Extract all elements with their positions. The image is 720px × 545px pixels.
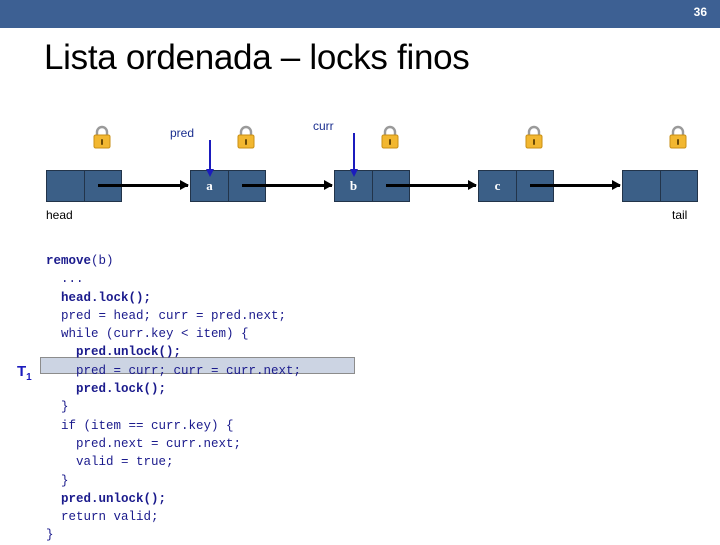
next-pointer-arrow-4: [530, 180, 621, 190]
lock-icon: [379, 124, 401, 150]
linked-list-diagram: head a b c tail pred curr: [0, 0, 720, 245]
code-indent: [46, 419, 61, 433]
next-pointer-arrow-2: [242, 180, 333, 190]
code-line: remove(b): [46, 252, 301, 270]
code-line: head.lock();: [46, 289, 301, 307]
code-line: pred.unlock();: [46, 490, 301, 508]
lock-icon: [91, 124, 113, 150]
pred-pointer-label: pred: [170, 126, 195, 140]
lock-icon: [667, 124, 689, 150]
page-title: Lista ordenada – locks finos: [44, 38, 470, 77]
code-indent: [46, 309, 61, 323]
node-key-label: c: [494, 178, 501, 193]
code-indent: [46, 272, 61, 286]
slide-header-bar: [0, 0, 720, 28]
code-line: pred.unlock();: [46, 343, 301, 361]
code-indent: [46, 437, 76, 451]
code-line: }: [46, 472, 301, 490]
node-key-label: [47, 171, 84, 201]
code-token: (b): [91, 254, 114, 268]
node-key-label: [623, 171, 660, 201]
thread-label: T1: [17, 363, 32, 383]
code-line: pred = head; curr = pred.next;: [46, 307, 301, 325]
code-indent: [46, 291, 61, 305]
curr-pointer-arrow: [349, 133, 358, 177]
code-line: }: [46, 398, 301, 416]
code-indent: [46, 510, 61, 524]
code-indent: [46, 345, 76, 359]
slide-number: 36: [693, 5, 707, 19]
code-token: ...: [61, 272, 84, 287]
code-token: pred = curr; curr = curr.next;: [76, 363, 302, 378]
code-token: }: [61, 473, 69, 488]
next-pointer-arrow-1: [98, 180, 189, 190]
code-token: pred.unlock();: [76, 345, 182, 360]
code-token: remove: [46, 254, 92, 268]
lock-icon: [523, 124, 545, 150]
lock-icon: [235, 124, 257, 150]
code-line: while (curr.key < item) {: [46, 325, 301, 343]
code-indent: [46, 474, 61, 488]
code-indent: [46, 455, 76, 469]
node-key-label: a: [206, 178, 213, 193]
code-token: }: [46, 528, 54, 543]
code-line: valid = true;: [46, 453, 301, 471]
code-token: valid = true;: [76, 455, 174, 470]
code-line: ...: [46, 270, 301, 288]
pred-pointer-arrow: [205, 140, 214, 177]
node-cell-divider: [84, 171, 85, 201]
code-token: }: [61, 400, 69, 415]
code-token: pred.lock();: [76, 382, 167, 397]
code-token: if (item == curr.key) {: [61, 418, 234, 433]
curr-pointer-label: curr: [313, 119, 334, 133]
tail-label: tail: [672, 208, 688, 222]
node-cell-divider: [228, 171, 229, 201]
head-label: head: [46, 208, 73, 222]
code-line: return valid;: [46, 508, 301, 526]
code-highlight-box: [40, 357, 355, 374]
code-line: }: [46, 526, 301, 544]
code-indent: [46, 382, 76, 396]
code-line: pred = curr; curr = curr.next;: [46, 362, 301, 380]
code-indent: [46, 400, 61, 414]
code-indent: [46, 327, 61, 341]
code-block: remove(b) ... head.lock(); pred = head; …: [46, 252, 301, 545]
thread-label-subscript: 1: [26, 372, 32, 383]
code-indent: [46, 364, 76, 378]
code-line: pred.lock();: [46, 380, 301, 398]
node-key-label: b: [349, 178, 358, 193]
next-pointer-arrow-3: [386, 180, 477, 190]
code-token: pred = head; curr = pred.next;: [61, 308, 287, 323]
code-token: while (curr.key < item) {: [61, 327, 249, 342]
code-line: pred.next = curr.next;: [46, 435, 301, 453]
code-token: return valid;: [61, 510, 159, 525]
list-node-tail: [622, 170, 698, 202]
node-cell-divider: [660, 171, 661, 201]
code-line: if (item == curr.key) {: [46, 417, 301, 435]
code-token: head.lock();: [61, 290, 152, 305]
code-indent: [46, 492, 61, 506]
list-node-b: b: [334, 170, 410, 202]
thread-label-text: T: [17, 363, 27, 380]
code-token: pred.unlock();: [61, 491, 167, 506]
node-cell-divider: [372, 171, 373, 201]
node-cell-divider: [516, 171, 517, 201]
code-token: pred.next = curr.next;: [76, 436, 242, 451]
